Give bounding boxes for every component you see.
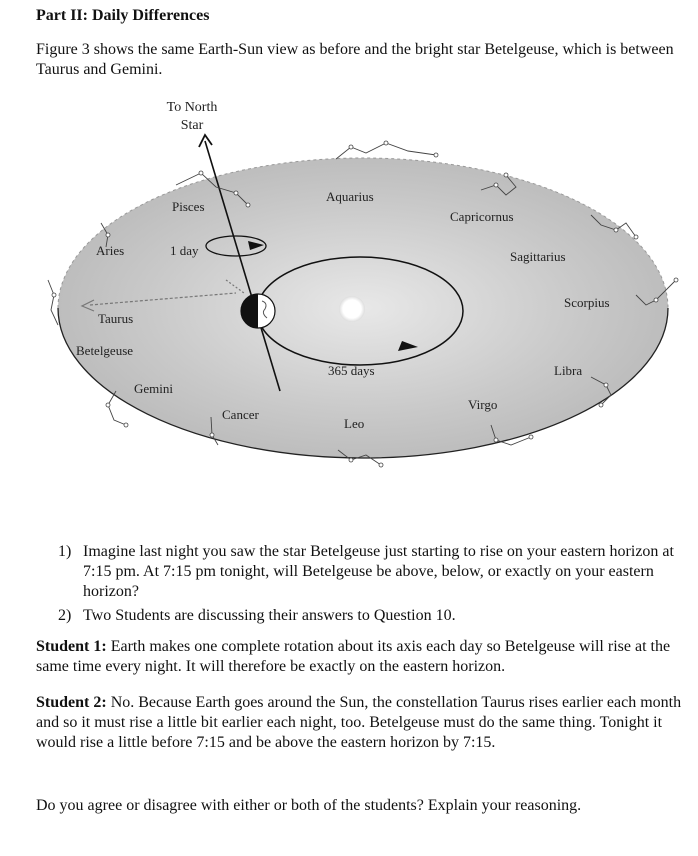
label-cancer: Cancer [222,407,259,422]
question-text: Two Students are discussing their answer… [83,607,456,624]
horizon-dashed [57,157,669,309]
earth [240,293,276,329]
one-day-label: 1 day [170,243,199,258]
student-1-label: Student 1: [36,638,107,655]
question-number: 2) [58,607,72,624]
label-leo: Leo [344,416,364,431]
student-2-label: Student 2: [36,694,107,711]
label-taurus: Taurus [98,311,133,326]
question-item: 2) Two Students are discussing their ans… [36,606,691,626]
label-capricornus: Capricornus [450,209,514,224]
question-number: 1) [58,543,72,560]
label-sagittarius: Sagittarius [510,249,566,264]
label-aquarius: Aquarius [326,189,374,204]
question-list: 1) Imagine last night you saw the star B… [36,542,691,630]
sun [339,296,365,322]
sightline-arrow-icon [80,299,95,312]
student-1-paragraph: Student 1: Earth makes one complete rota… [36,637,691,677]
sightline-dashed [89,292,237,306]
north-arrow-icon [198,133,213,148]
student-2-paragraph: Student 2: No. Because Earth goes around… [36,693,691,753]
question-text: Imagine last night you saw the star Bete… [83,543,674,600]
label-gemini: Gemini [134,381,173,396]
constellation-stars [51,140,679,468]
year-days-label: 365 days [328,363,375,378]
rotation-loop [205,235,267,257]
student-1-text: Earth makes one complete rotation about … [36,638,671,675]
section-heading: Part II: Daily Differences [36,7,210,24]
orbit-arrow-icon [398,341,418,351]
label-scorpius: Scorpius [564,295,610,310]
label-libra: Libra [554,363,582,378]
north-star-label-1: To North [167,100,218,115]
question-item: 1) Imagine last night you saw the star B… [36,542,691,602]
final-question: Do you agree or disagree with either or … [36,797,582,814]
label-virgo: Virgo [468,397,497,412]
earth-axis [204,140,281,392]
earth-sun-figure: To North Star 1 day 365 days Pisces Aqua… [47,100,679,468]
student-2-text: No. Because Earth goes around the Sun, t… [36,694,682,751]
rotation-arrow-icon [248,241,264,250]
north-star-label-2: Star [181,118,204,133]
label-betelgeuse: Betelgeuse [76,343,133,358]
horizon-solid [57,307,669,459]
label-aries: Aries [96,243,124,258]
intro-text: Figure 3 shows the same Earth-Sun view a… [36,41,674,78]
label-pisces: Pisces [172,199,205,214]
